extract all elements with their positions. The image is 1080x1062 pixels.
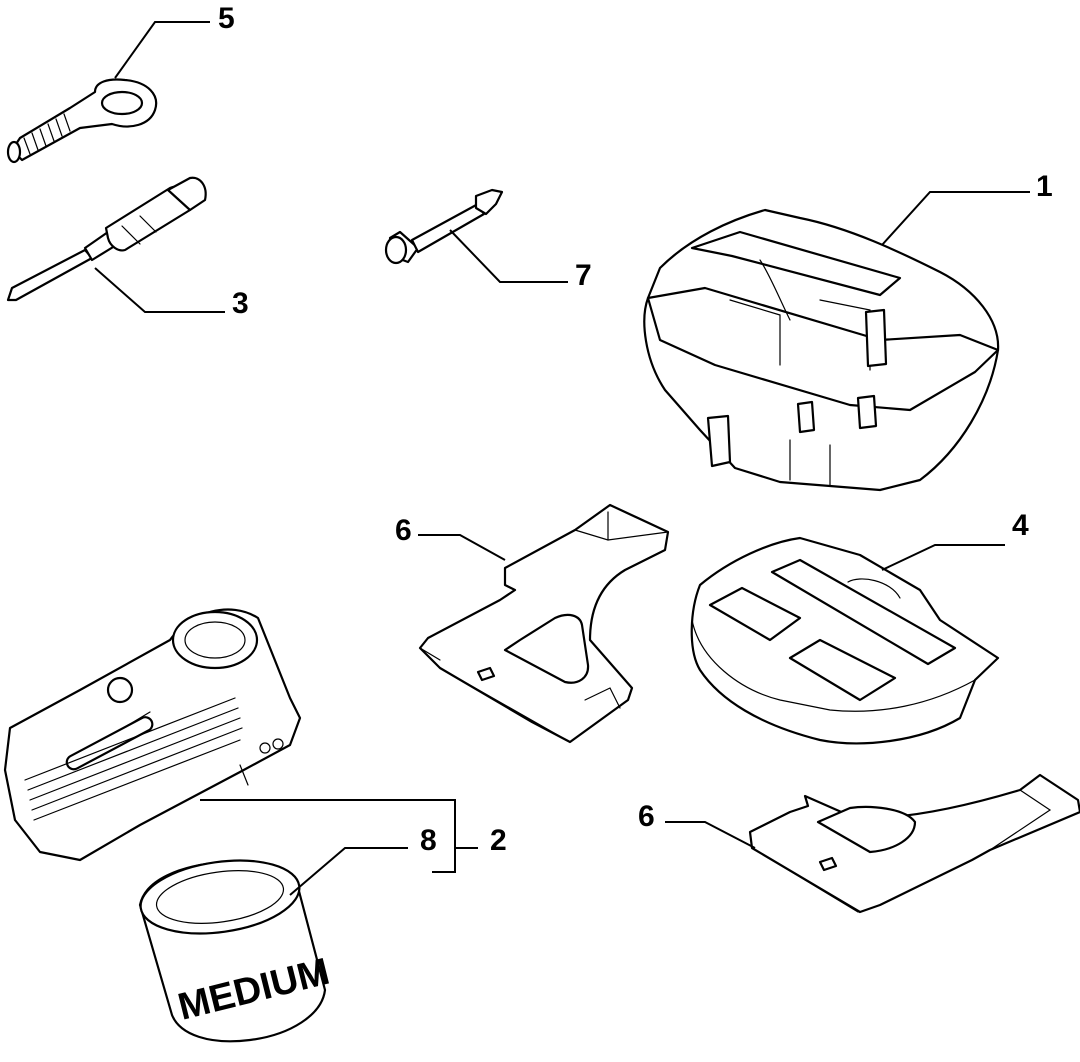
callout-7: 7 — [575, 259, 592, 292]
callout-4: 4 — [1012, 509, 1029, 542]
callout-leader-1 — [881, 191, 1030, 246]
foam-tray-part — [690, 536, 1000, 745]
callout-leader-3 — [94, 267, 225, 313]
towing-eye-part — [6, 78, 158, 164]
callout-1: 1 — [1036, 170, 1053, 203]
callout-2: 2 — [490, 824, 507, 857]
callout-6a: 6 — [395, 514, 412, 547]
callout-6b: 6 — [638, 800, 655, 833]
callout-leader-8-can — [289, 847, 408, 896]
side-filler-lower-part — [748, 773, 1080, 914]
valve-tool-part — [384, 188, 504, 265]
sealant-can-part: MEDIUM — [138, 859, 334, 1043]
callout-leader-4 — [881, 544, 1005, 571]
side-filler-upper-part — [418, 503, 670, 744]
callout-5: 5 — [218, 2, 235, 35]
screwdriver-part — [6, 176, 207, 302]
tool-tray-part — [643, 208, 1000, 492]
callout-leader-8 — [200, 799, 456, 873]
compressor-part — [3, 608, 302, 862]
callout-leader-7 — [449, 229, 568, 283]
callout-leader-6a — [418, 534, 506, 561]
callout-leader-6b — [665, 821, 756, 849]
callout-leader-5 — [114, 21, 210, 79]
callout-8: 8 — [420, 824, 437, 857]
callout-3: 3 — [232, 287, 249, 320]
